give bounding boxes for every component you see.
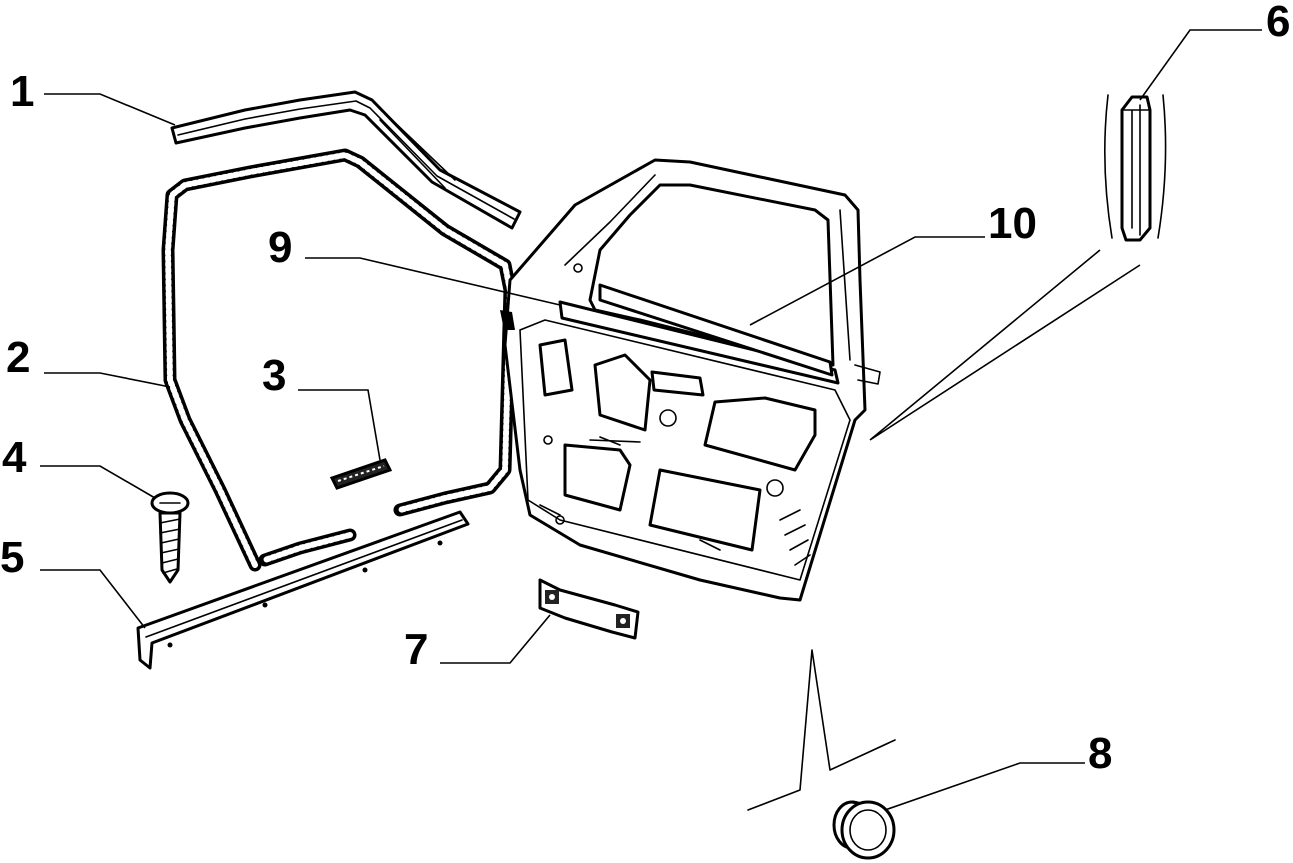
leader-lines xyxy=(40,29,1262,811)
leader-1 xyxy=(44,93,176,126)
part-10-outer-belt-strip xyxy=(598,283,834,377)
callout-5: 5 xyxy=(0,533,24,582)
callout-3: 3 xyxy=(262,351,286,400)
callout-8: 8 xyxy=(1088,729,1112,778)
leader-3 xyxy=(298,389,381,461)
part-2-door-weatherstrip xyxy=(161,148,517,572)
leader-9 xyxy=(305,257,561,306)
part-7-hinge-plate xyxy=(538,578,640,640)
leader-6 xyxy=(1139,29,1262,101)
leader-door-6 xyxy=(869,249,1141,441)
callout-2: 2 xyxy=(6,333,30,382)
leader-7 xyxy=(440,614,551,664)
callout-6: 6 xyxy=(1266,0,1290,46)
leader-2 xyxy=(44,372,171,388)
callout-4: 4 xyxy=(2,433,27,482)
leader-8 xyxy=(884,762,1085,811)
callout-9: 9 xyxy=(268,223,292,272)
part-4-screw xyxy=(150,491,190,584)
door-shell xyxy=(500,158,881,602)
callout-1: 1 xyxy=(10,67,34,116)
part-6-vertical-seal xyxy=(1104,94,1167,242)
part-1-upper-channel-seal xyxy=(170,90,522,230)
part-3-seal-strip xyxy=(329,458,393,490)
leader-10 xyxy=(749,236,985,326)
part-8-plug-cap xyxy=(747,649,896,860)
leader-4 xyxy=(40,465,156,499)
part-5-glass-rail xyxy=(136,510,470,670)
callout-10: 10 xyxy=(988,199,1037,248)
leader-5 xyxy=(40,569,146,629)
callout-labels: 1 2 3 4 5 6 7 8 9 10 xyxy=(0,0,1290,778)
callout-7: 7 xyxy=(404,625,428,674)
